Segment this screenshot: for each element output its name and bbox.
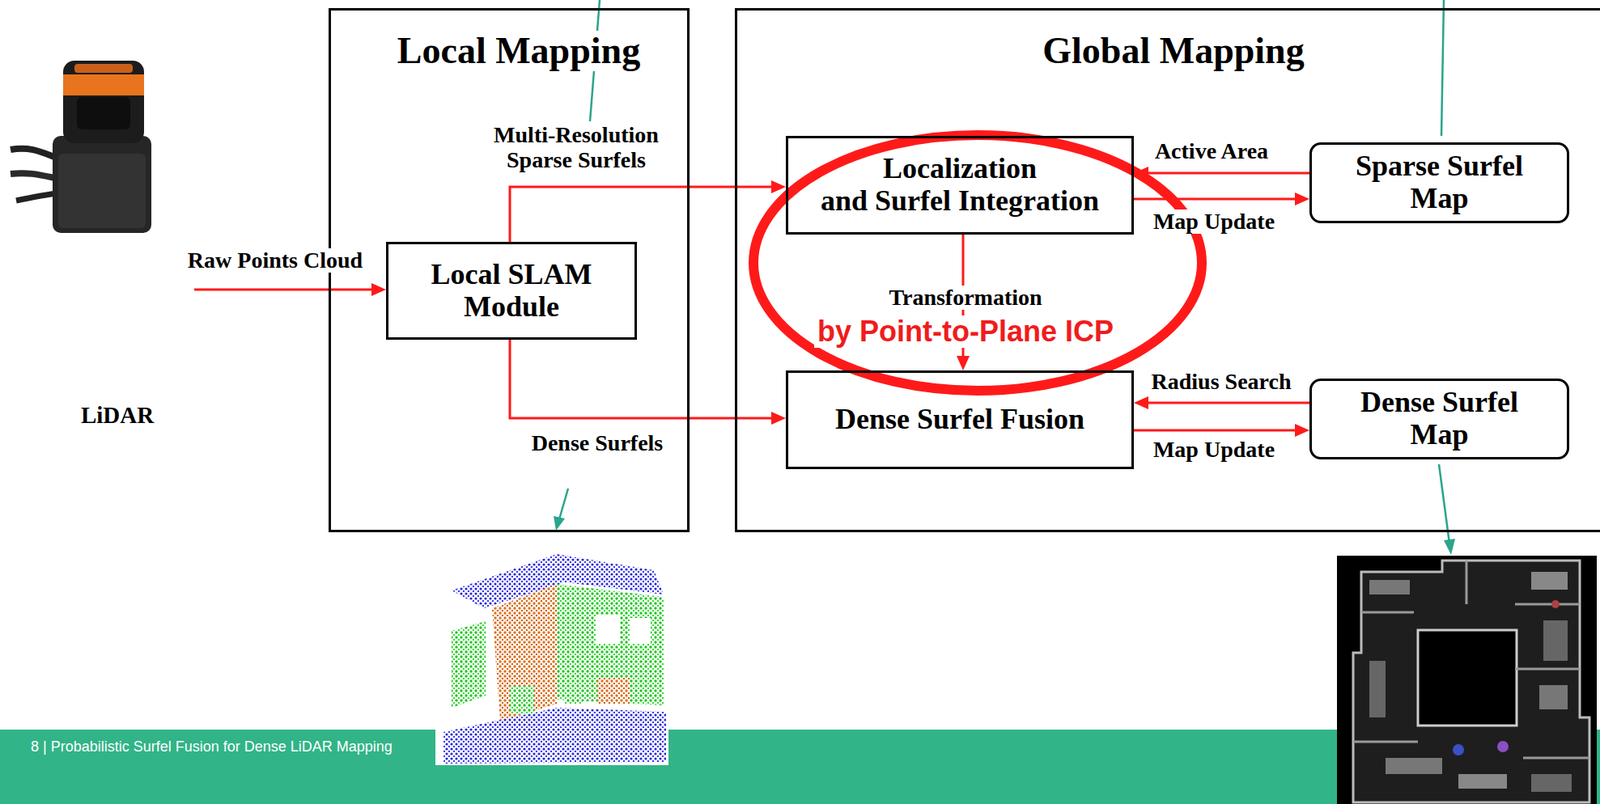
wall <box>451 621 486 709</box>
desk <box>1369 580 1410 595</box>
text-holder: by Point-to-Plane ICP <box>814 315 1117 349</box>
text-holder: Map Update <box>1150 209 1278 235</box>
room-outline <box>1353 560 1590 803</box>
sensor-base <box>52 135 152 234</box>
text-holder: Multi-Resolution Sparse Surfels <box>490 123 663 174</box>
edge-label: Transformation <box>885 285 1045 311</box>
edge-label: Raw Points Cloud <box>184 248 366 274</box>
edge-label: Radius Search <box>1148 369 1295 395</box>
connector-line <box>1145 402 1310 405</box>
edge-label: Active Area <box>1151 139 1272 165</box>
annotation-text: by Point-to-Plane ICP <box>814 315 1117 349</box>
chair <box>1497 741 1509 753</box>
connector <box>1133 166 1310 180</box>
arrowhead <box>1133 396 1149 410</box>
wall <box>492 584 557 722</box>
window <box>595 615 620 645</box>
desk <box>1458 774 1507 790</box>
leader-line <box>1441 0 1444 136</box>
connector-line <box>1145 172 1310 175</box>
connector-line <box>1133 429 1299 433</box>
text-holder: 8 | Probabilistic Surfel Fusion for Dens… <box>30 738 393 757</box>
text-holder: Radius Search <box>1148 369 1295 395</box>
text-holder: Local Mapping <box>394 30 644 73</box>
window <box>629 618 651 645</box>
process-box: Local SLAM Module <box>386 241 637 340</box>
arrowhead <box>1294 424 1310 438</box>
desk <box>1531 774 1572 793</box>
desk <box>1369 661 1386 718</box>
furniture <box>509 686 535 714</box>
leader-arrowhead <box>553 516 565 531</box>
footer-text: 8 | Probabilistic Surfel Fusion for Dens… <box>30 738 393 757</box>
box-label: Dense Surfel Map <box>1360 386 1519 451</box>
chair <box>1452 744 1465 756</box>
group-title: Local Mapping <box>394 30 644 73</box>
box-label: Localization and Surfel Integration <box>820 152 1100 217</box>
edge-label: Map Update <box>1150 209 1278 235</box>
edge-label: Multi-Resolution Sparse Surfels <box>490 123 663 174</box>
desk <box>1385 758 1443 775</box>
text-holder: Transformation <box>885 285 1045 311</box>
edge-label: Map Update <box>1150 437 1278 463</box>
sensor-cap <box>74 63 133 73</box>
sensor-label: LiDAR <box>80 403 154 429</box>
highlight-ellipse <box>753 135 1202 391</box>
arrowhead <box>771 411 786 425</box>
box-label: Dense Surfel Fusion <box>835 403 1085 437</box>
connector <box>509 180 786 242</box>
floor <box>443 708 667 764</box>
chair <box>1551 600 1560 609</box>
text-holder: Global Mapping <box>1039 30 1308 73</box>
text-holder: Active Area <box>1151 139 1272 165</box>
inner-block <box>1417 630 1517 726</box>
dense-surfel-picture <box>435 534 669 766</box>
connector-line <box>1133 198 1299 201</box>
desk <box>1531 572 1568 590</box>
sensor-face <box>58 153 146 229</box>
box-label: Sparse Surfel Map <box>1355 150 1524 215</box>
room-wall <box>1353 560 1590 759</box>
arrowhead <box>771 180 786 194</box>
picture-ground <box>1336 555 1597 804</box>
connector <box>1133 424 1310 438</box>
map-box: Dense Surfel Map <box>1309 378 1570 459</box>
lidar-sensor <box>10 60 152 234</box>
leader-arrowhead <box>1443 538 1456 556</box>
text-holder: Raw Points Cloud <box>184 248 366 274</box>
text-holder: LiDAR <box>80 403 154 429</box>
desk <box>1543 620 1568 662</box>
edge-label: Dense Surfels <box>528 431 667 457</box>
arrowhead <box>956 356 970 371</box>
desk <box>1539 685 1568 710</box>
furniture <box>597 678 630 705</box>
connector-line <box>194 288 375 292</box>
floor-plan-picture <box>1336 555 1597 804</box>
connector <box>1133 396 1310 410</box>
leader-line <box>559 488 569 520</box>
arrowhead <box>371 283 387 297</box>
sensor-window <box>76 97 131 130</box>
picture-ground <box>435 534 669 766</box>
wall <box>556 584 664 706</box>
sensor-band <box>63 74 145 96</box>
connector <box>194 283 387 297</box>
sensor-head <box>63 60 145 144</box>
furniture <box>564 671 583 705</box>
group-title: Global Mapping <box>1039 30 1308 73</box>
arrowhead <box>1294 192 1310 206</box>
connector <box>509 339 786 425</box>
text-holder: Dense Surfels <box>528 431 667 457</box>
process-box: Localization and Surfel Integration <box>785 135 1134 235</box>
box-label: Local SLAM Module <box>430 258 592 323</box>
sensor-node: LiDAR <box>10 50 195 436</box>
map-box: Sparse Surfel Map <box>1309 142 1570 223</box>
text-holder: Map Update <box>1150 437 1278 463</box>
process-box: Dense Surfel Fusion <box>785 370 1134 470</box>
